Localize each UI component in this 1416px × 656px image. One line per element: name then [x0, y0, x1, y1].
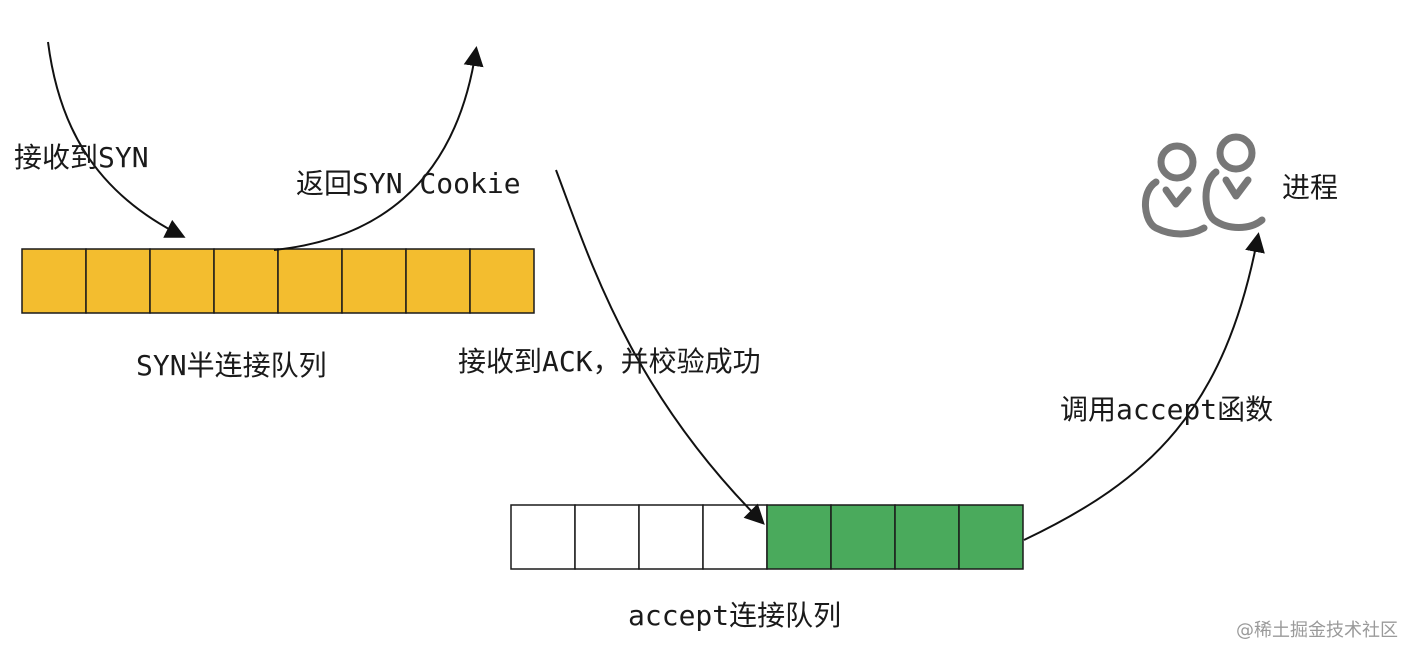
- syn-queue-slot: [213, 248, 279, 314]
- accept-queue-slot: [510, 504, 576, 570]
- arrow-recv-ack: [555, 169, 765, 525]
- accept-queue: [510, 504, 1024, 570]
- accept-queue-slot: [958, 504, 1024, 570]
- syn-queue: [21, 248, 535, 314]
- accept-queue-slot: [574, 504, 640, 570]
- users-icon: [1142, 133, 1266, 238]
- syn-queue-label: SYN半连接队列: [136, 349, 327, 382]
- accept-queue-slot: [766, 504, 832, 570]
- return-cookie-label: 返回SYN Cookie: [296, 167, 521, 200]
- accept-queue-slot: [894, 504, 960, 570]
- arrow-call-accept: [1023, 232, 1265, 541]
- syn-queue-slot: [341, 248, 407, 314]
- syn-queue-slot: [277, 248, 343, 314]
- accept-queue-slot: [830, 504, 896, 570]
- recv-syn-label: 接收到SYN: [14, 141, 149, 174]
- accept-queue-slot: [702, 504, 768, 570]
- syn-queue-slot: [85, 248, 151, 314]
- syn-queue-slot: [149, 248, 215, 314]
- syn-queue-slot: [21, 248, 87, 314]
- accept-queue-slot: [638, 504, 704, 570]
- process-label: 进程: [1282, 171, 1339, 204]
- call-accept-label: 调用accept函数: [1060, 393, 1274, 426]
- arrow-return-cookie: [273, 46, 484, 251]
- arrow-recv-syn: [47, 41, 186, 238]
- syn-queue-slot: [405, 248, 471, 314]
- recv-ack-label: 接收到ACK，并校验成功: [458, 345, 761, 378]
- accept-queue-label: accept连接队列: [628, 599, 842, 632]
- syn-queue-slot: [469, 248, 535, 314]
- watermark: @稀土掘金技术社区: [1236, 620, 1398, 641]
